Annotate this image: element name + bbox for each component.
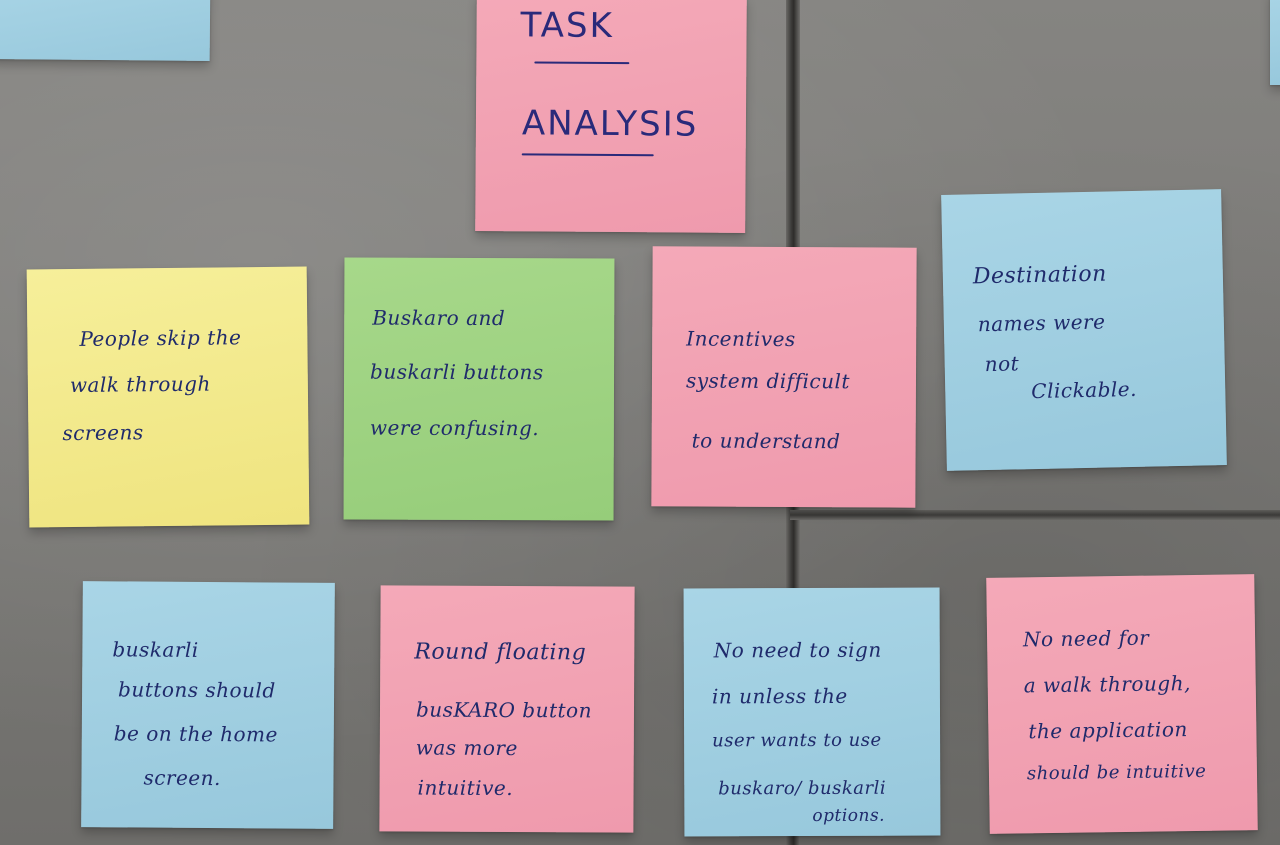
sticky-note-6: Round floating busKARO button was more i…	[379, 585, 635, 833]
partial-note-top-right	[1270, 0, 1280, 85]
note-2-line-1: Buskaro and	[372, 305, 506, 331]
note-6-line-1: Round floating	[414, 639, 587, 666]
title-line-analysis: ANALYSIS	[521, 103, 699, 145]
note-6-line-3: was more	[415, 735, 518, 761]
board-seam-horizontal	[790, 510, 1280, 520]
note-7-line-1: No need to sign	[713, 637, 882, 663]
note-1-line-3: screens	[62, 420, 144, 446]
partial-note-top-left	[0, 0, 211, 61]
note-1-line-1: People skip the	[79, 325, 242, 351]
note-7-line-4: buskaro/ buskarli	[718, 777, 887, 800]
note-7-line-3: user wants to use	[712, 729, 882, 752]
note-2-line-2: buskarli buttons	[370, 359, 544, 385]
sticky-note-7: No need to sign in unless the user wants…	[683, 587, 941, 837]
note-5-line-2: buttons should	[118, 677, 276, 703]
note-8-line-4: should be intuitive	[1026, 760, 1207, 785]
note-1-line-2: walk through	[69, 371, 211, 398]
sticky-note-1: People skip the walk through screens	[26, 266, 310, 528]
sticky-note-5: buskarli buttons should be on the home s…	[81, 581, 335, 829]
note-5-line-1: buskarli	[112, 637, 199, 662]
sticky-note-3: Incentives system difficult to understan…	[651, 246, 917, 508]
note-4-line-3: not	[984, 351, 1020, 377]
note-8-line-3: the application	[1028, 717, 1188, 744]
title-note-task-analysis: TASK ANALYSIS	[475, 0, 747, 233]
note-4-line-1: Destination	[972, 261, 1108, 290]
title-line-task: TASK	[520, 5, 615, 47]
sticky-note-4: Destination names were not Clickable.	[941, 189, 1227, 471]
note-7-line-2: in unless the	[711, 683, 848, 709]
note-6-line-2: busKARO button	[415, 697, 593, 723]
note-5-line-4: screen.	[143, 765, 222, 791]
note-3-line-1: Incentives	[686, 326, 796, 352]
note-2-line-3: were confusing.	[369, 415, 540, 441]
title-underline-1	[534, 61, 630, 65]
sticky-note-2: Buskaro and buskarli buttons were confus…	[343, 257, 615, 521]
note-6-line-4: intuitive.	[417, 775, 514, 801]
note-3-line-2: system difficult	[685, 368, 850, 394]
note-7-line-5: options.	[812, 805, 886, 826]
note-5-line-3: be on the home	[113, 721, 278, 747]
note-4-line-4: Clickable.	[1031, 376, 1138, 404]
note-8-line-1: No need for	[1022, 625, 1150, 652]
title-underline-2	[521, 153, 654, 157]
note-3-line-3: to understand	[691, 428, 841, 454]
note-8-line-2: a walk through,	[1023, 671, 1192, 698]
sticky-note-8: No need for a walk through, the applicat…	[986, 574, 1258, 834]
note-4-line-2: names were	[977, 309, 1106, 337]
